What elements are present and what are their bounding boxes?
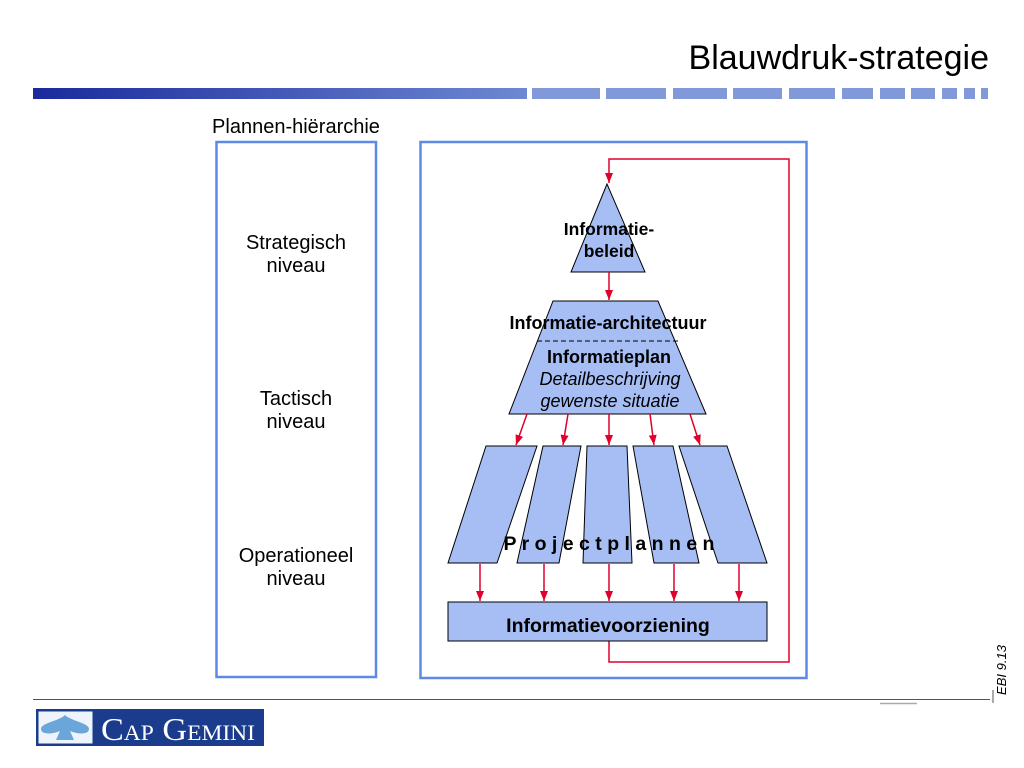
title-bar-segment [942,88,957,99]
slide-title: Blauwdruk-strategie [689,39,989,77]
level-label-line1: Operationeel [239,545,354,567]
title-bar-segment [880,88,905,99]
architecture-label: Informatie-architectuur [509,313,706,333]
project-plan-shape-4 [632,445,700,564]
policy-label-line1: Informatie- [564,219,655,239]
policy-label-line2: beleid [584,241,635,261]
feedback-loop-arrow [605,158,790,663]
level-strategic: Strategisch niveau [246,232,346,277]
level-label-line1: Tactisch [260,388,332,410]
plan-description-line1: Detailbeschrijving [539,369,680,389]
title-bar-gradient [33,88,527,99]
arrow-to-project-plan-2 [560,413,569,446]
plan-description-line2: gewenste situatie [540,391,679,411]
level-label-line2: niveau [267,568,326,590]
project-plan-shape-2 [516,445,582,564]
title-bar-segment [911,88,935,99]
arrow-to-project-plan-5 [689,413,701,446]
logo-wordmark: Cap Gemini [101,711,255,747]
spade-icon [41,715,89,740]
provision-label: Informatievoorziening [506,615,710,637]
title-bar-segment [981,88,988,99]
level-tactical: Tactisch niveau [260,388,332,433]
level-label-line2: niveau [267,411,326,433]
slide-code: EBI 9.13 [994,644,1009,695]
project-plan-shape-1 [447,445,538,564]
architecture-trapezoid [508,300,707,415]
title-bar-segment [606,88,666,99]
title-bar-segment [964,88,975,99]
plan-title: Informatieplan [547,347,671,367]
level-label-line1: Strategisch [246,232,346,254]
company-logo: Cap Gemini [36,709,264,747]
title-bar-segment [842,88,873,99]
project-plan-shape-5 [678,445,768,564]
policy-triangle [570,182,646,273]
title-bar-segment [789,88,835,99]
level-operational: Operationeel niveau [239,545,354,590]
level-label-line2: niveau [267,255,326,277]
hierarchy-frame [215,140,378,679]
arrow-to-project-plan-1 [515,413,528,446]
arrow-to-project-plan-4 [648,413,657,446]
title-bar [33,88,988,99]
provision-box [447,601,768,642]
title-bar-segment [673,88,727,99]
title-bar-segment [733,88,782,99]
project-plans-label: P r o j e c t p l a n n e n [504,533,715,555]
hierarchy-heading: Plannen-hiërarchie [212,116,380,138]
project-plan-shape-3 [582,445,633,564]
title-bar-segment [532,88,600,99]
